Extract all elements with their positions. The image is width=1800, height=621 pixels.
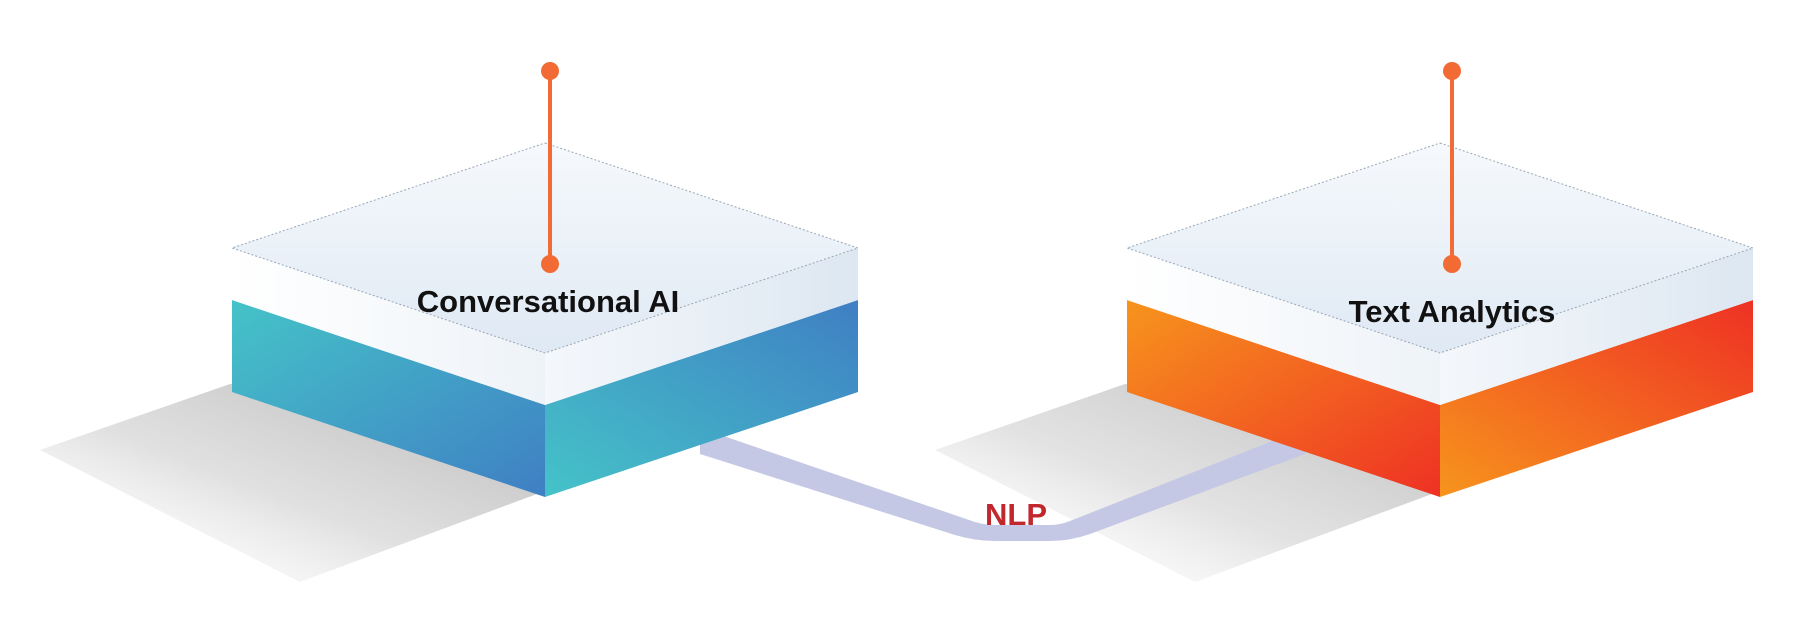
- right-pin-top-dot: [1443, 62, 1461, 80]
- right-block-top-face: [1125, 142, 1755, 354]
- left-block-front-right-face: [545, 300, 858, 497]
- left-block-top-face: [230, 142, 860, 354]
- text-analytics-block: Text Analytics: [1125, 62, 1755, 497]
- left-block-rim-left: [232, 248, 545, 405]
- nlp-label: NLP: [985, 497, 1047, 532]
- left-block-rim-right: [545, 248, 858, 405]
- right-block-label: Text Analytics: [1349, 294, 1556, 329]
- conversational-ai-block: Conversational AI: [230, 62, 860, 497]
- right-pin-bottom-dot: [1443, 255, 1461, 273]
- nlp-connector: [700, 428, 1305, 541]
- right-block-front-right-face: [1440, 300, 1753, 497]
- right-block-rim-right: [1440, 248, 1753, 405]
- left-block-front-left-face: [232, 300, 545, 497]
- right-block-rim-left: [1127, 248, 1440, 405]
- left-pin-top-dot: [541, 62, 559, 80]
- left-block-label: Conversational AI: [417, 284, 679, 319]
- right-block-front-left-face: [1127, 300, 1440, 497]
- left-pin-bottom-dot: [541, 255, 559, 273]
